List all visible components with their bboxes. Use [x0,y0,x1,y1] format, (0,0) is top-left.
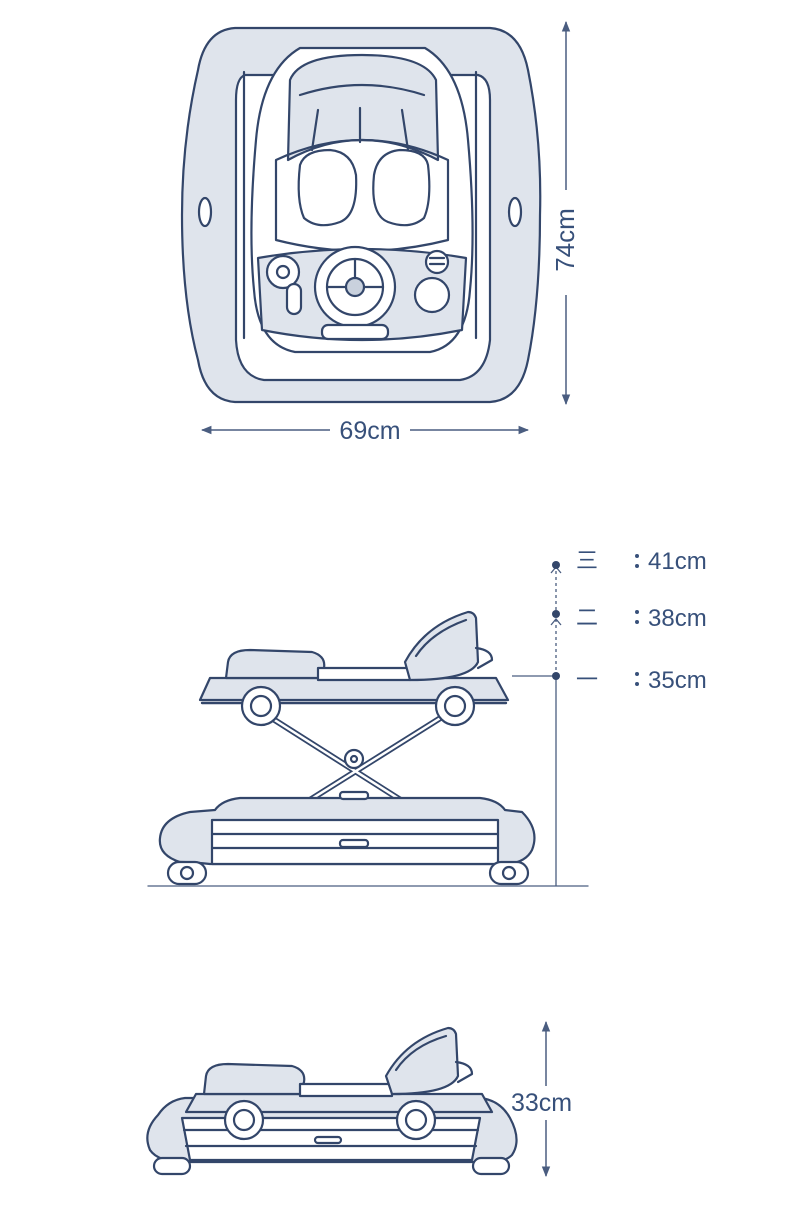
folded-view-drawing [146,1026,518,1176]
height-level: 一 35cm [576,667,707,694]
width-dimension: 69cm [200,417,530,445]
level-2-dot [552,610,560,618]
width-label: 69cm [339,417,400,445]
level-marker: 三 [576,548,598,573]
height-level: 三 41cm [576,548,707,575]
level-marker: 一 [576,667,598,692]
level-3-dot [552,561,560,569]
depth-dimension: 74cm [550,20,580,406]
level-value: 38cm [648,605,707,632]
height-level-list: 三 41cm 二 38cm 一 35cm [576,548,707,694]
top-view-drawing [180,26,542,404]
level-value: 35cm [648,667,707,694]
level-value: 41cm [648,548,707,575]
colon-marks [635,554,639,686]
side-view-drawing [147,610,589,887]
level-marker: 二 [576,605,598,630]
height-scale [512,561,562,886]
height-level: 二 38cm [576,605,707,632]
level-1-dot [552,672,560,680]
folded-height-label: 33cm [511,1089,572,1117]
depth-label: 74cm [550,208,580,272]
folded-height-dimension: 33cm [511,1020,572,1178]
